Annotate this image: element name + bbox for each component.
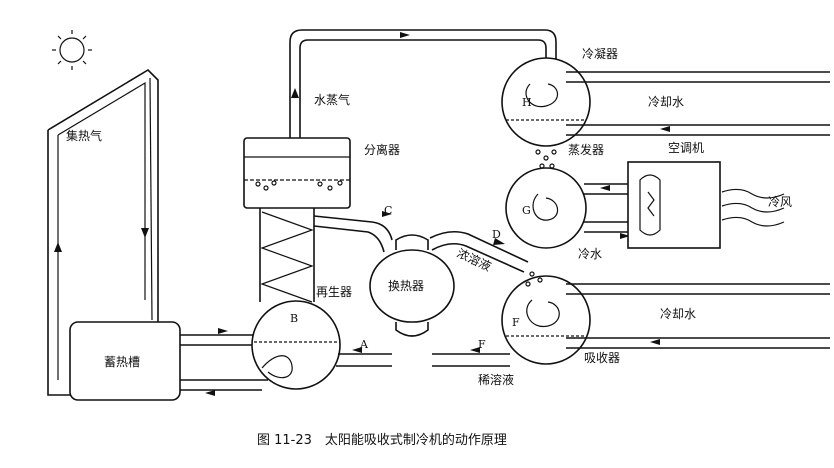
label-cold-water: 冷水 (578, 247, 602, 261)
letter-d: D (492, 228, 501, 241)
evaporator-vessel (505, 149, 587, 249)
sun-icon (52, 30, 92, 70)
label-air-conditioner: 空调机 (668, 141, 704, 155)
cold-wind-lines (721, 188, 785, 227)
letter-a: A (359, 338, 369, 351)
label-evaporator: 蒸发器 (568, 142, 604, 157)
letter-h: H (522, 96, 532, 109)
riser-coil (260, 211, 314, 303)
heat-exchanger (369, 234, 455, 337)
regenerator-vessel (251, 300, 341, 390)
label-cooling-water-top: 冷却水 (648, 95, 684, 109)
cooling-water-top-pipes (566, 71, 830, 136)
label-vapor: 水蒸气 (314, 92, 350, 107)
label-storage-tank: 蓄热槽 (104, 355, 140, 369)
condenser-vessel (501, 57, 591, 147)
air-conditioner (627, 161, 721, 249)
label-regenerator: 再生器 (316, 285, 352, 299)
storage-tank (69, 321, 181, 401)
letter-f: F (512, 316, 520, 329)
vapor-pipe (289, 29, 557, 138)
dilute-solution-line (336, 347, 510, 367)
letter-g: G (522, 204, 531, 217)
tank-regenerator-pipes (180, 328, 268, 396)
solar-collector (47, 68, 159, 396)
letter-c: C (384, 204, 392, 217)
label-collector: 集热气 (66, 128, 102, 143)
absorber-vessel (501, 271, 591, 365)
label-condenser: 冷凝器 (582, 46, 618, 61)
separator-vessel (243, 137, 351, 209)
letter-b: B (290, 312, 298, 325)
concentrated-solution-line (313, 211, 529, 273)
label-absorber: 吸收器 (584, 351, 620, 365)
label-heat-exchanger: 换热器 (388, 279, 424, 293)
label-cooling-water-bottom: 冷却水 (660, 307, 696, 321)
label-separator: 分离器 (364, 142, 400, 157)
cooling-water-bottom-pipes (566, 283, 830, 349)
label-cold-wind: 冷风 (768, 195, 792, 209)
figure-caption: 图 11-23 太阳能吸收式制冷机的动作原理 (257, 432, 507, 448)
label-dilute-solution: 稀溶液 (478, 372, 514, 387)
letter-f-flow: F (478, 338, 486, 351)
